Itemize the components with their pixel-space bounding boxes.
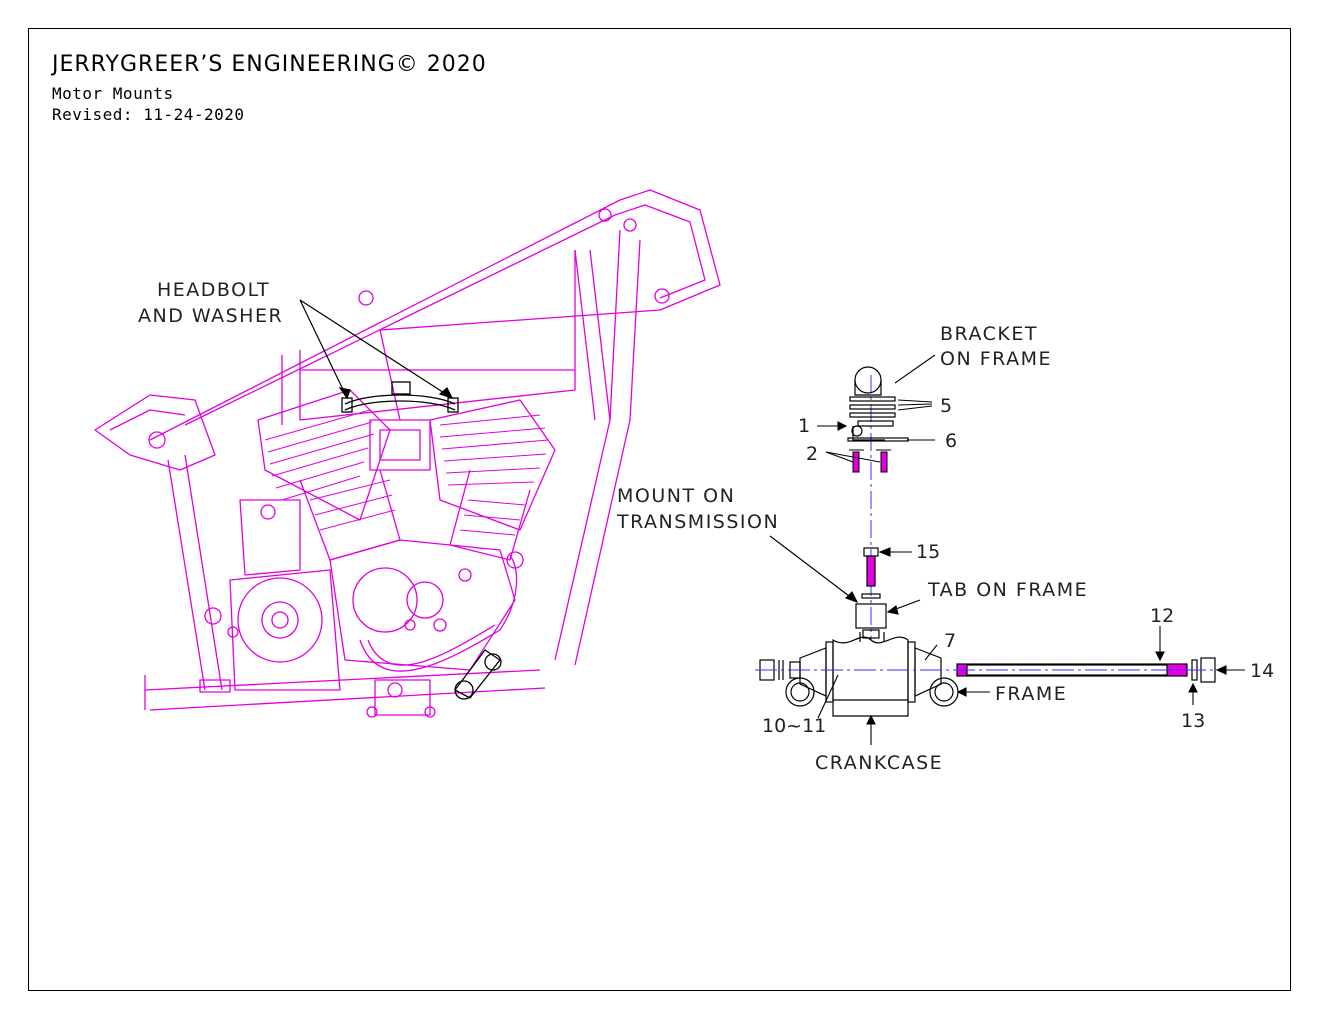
part-number-15: 15 (916, 541, 940, 563)
mount-label-line1: MOUNT ON (617, 485, 735, 507)
bracket-label-line2: ON FRAME (940, 348, 1052, 370)
frame-and-engine (94, 189, 721, 718)
drawing-border (28, 28, 1291, 991)
part-number-5: 5 (940, 395, 952, 417)
headbolt-leaders (299, 299, 454, 400)
headbolt-label-line1: HEADBOLT (157, 279, 270, 301)
drawing-title: JERRYGREER’S ENGINEERING© 2020 (52, 52, 487, 77)
part-number-10-11: 10~11 (762, 715, 826, 737)
bracket-bolts (849, 449, 891, 473)
bracket-label-line1: BRACKET (940, 323, 1038, 345)
crankcase-assembly (759, 636, 1216, 717)
mount-on-transmission (855, 547, 887, 642)
part-number-2: 2 (806, 443, 818, 465)
tab-on-frame-label: TAB ON FRAME (927, 579, 1088, 601)
part-number-14: 14 (1250, 660, 1274, 682)
frame-label: FRAME (995, 683, 1067, 705)
mount-label-line2: TRANSMISSION (616, 511, 779, 533)
part-number-12: 12 (1150, 605, 1174, 627)
part-number-7: 7 (944, 630, 956, 652)
drawing-subtitle: Motor Mounts (52, 84, 174, 103)
right-leaders (769, 354, 1245, 745)
crankcase-label: CRANKCASE (815, 752, 943, 774)
part-number-13: 13 (1181, 710, 1205, 732)
bracket-on-frame (847, 366, 909, 442)
headbolt-strap (341, 381, 459, 413)
revision-date: Revised: 11-24-2020 (52, 105, 245, 124)
headbolt-label-line2: AND WASHER (138, 305, 283, 327)
part-number-1: 1 (798, 415, 810, 437)
part-number-6: 6 (945, 430, 957, 452)
